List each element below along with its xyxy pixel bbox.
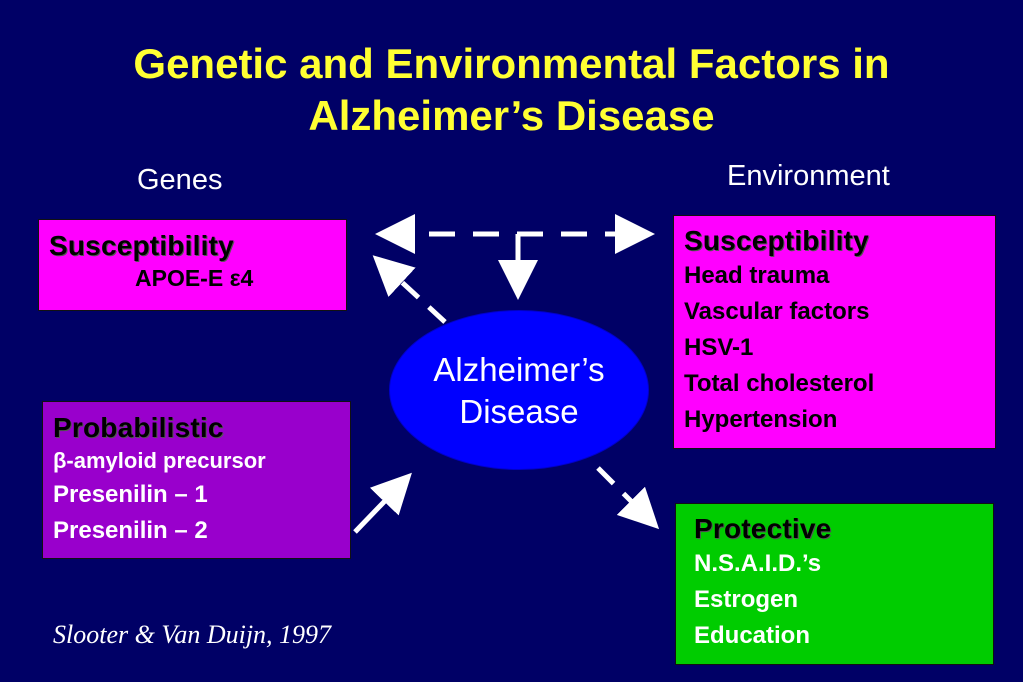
probabilistic-item: Presenilin – 1 xyxy=(53,481,208,508)
protective-box: Protective N.S.A.I.D.’s Estrogen Educati… xyxy=(675,503,994,665)
page-title: Genetic and Environmental Factors in Alz… xyxy=(0,38,1023,142)
probabilistic-box: Probabilistic β-amyloid precursor Presen… xyxy=(42,401,351,559)
probabilistic-to-disease-arrow xyxy=(353,472,412,534)
environment-column-header: Environment xyxy=(727,160,890,192)
title-line-1: Genetic and Environmental Factors in xyxy=(133,40,890,87)
citation: Slooter & Van Duijn, 1997 xyxy=(53,620,332,649)
environment-susceptibility-heading: Susceptibility xyxy=(684,225,869,256)
disease-to-protective-dashed-arrow xyxy=(596,466,660,530)
center-line-1: Alzheimer’s xyxy=(433,351,605,388)
environment-item: Hypertension xyxy=(684,406,838,433)
environment-item: Total cholesterol xyxy=(684,370,875,397)
disease-to-genes-dashed-arrow xyxy=(372,255,447,324)
protective-item: Estrogen xyxy=(694,586,799,613)
protective-item: Education xyxy=(694,622,811,649)
probabilistic-heading: Probabilistic xyxy=(53,412,224,443)
center-line-2: Disease xyxy=(459,393,579,430)
environment-susceptibility-box: Susceptibility Head trauma Vascular fact… xyxy=(673,215,996,449)
environment-item: HSV-1 xyxy=(684,334,754,361)
probabilistic-item: Presenilin – 2 xyxy=(53,517,208,544)
protective-item: N.S.A.I.D.’s xyxy=(694,550,822,577)
environment-item: Head trauma xyxy=(684,262,830,289)
alzheimers-disease-node: Alzheimer’s Disease xyxy=(390,311,648,469)
genes-susceptibility-box: Susceptibility APOE-E ε4 xyxy=(38,219,347,311)
protective-heading: Protective xyxy=(694,513,832,544)
genes-susceptibility-heading: Susceptibility xyxy=(49,230,234,261)
apoe-item: APOE-E ε4 xyxy=(135,265,254,291)
probabilistic-item: β-amyloid precursor xyxy=(53,448,266,473)
title-line-2: Alzheimer’s Disease xyxy=(308,92,715,139)
genes-column-header: Genes xyxy=(137,164,223,196)
environment-item: Vascular factors xyxy=(684,298,870,325)
